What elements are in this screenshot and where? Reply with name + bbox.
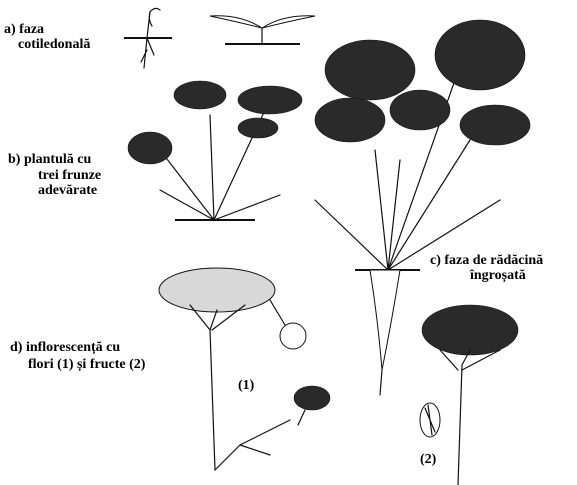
cotyledon-seedling-icon — [124, 8, 315, 68]
label-b-line1: b) plantulă cu — [8, 152, 91, 167]
marker-flower: (1) — [238, 378, 254, 393]
marker-fruit: (2) — [420, 452, 436, 467]
label-d-line2: flori (1) și fructe (2) — [28, 357, 145, 372]
label-b-line2: trei frunze — [38, 168, 101, 183]
label-a-line1: a) faza — [4, 22, 44, 37]
three-leaf-seedling-icon — [128, 81, 302, 220]
label-b-line3: adevărate — [38, 183, 97, 198]
umbel-flower-icon — [159, 268, 330, 470]
label-c-line1: c) faza de rădăcină — [430, 253, 543, 268]
label-a-line2: cotiledonală — [18, 37, 90, 52]
label-d-line1: d) inflorescență cu — [10, 340, 120, 355]
label-c-line2: îngroșată — [470, 268, 526, 283]
